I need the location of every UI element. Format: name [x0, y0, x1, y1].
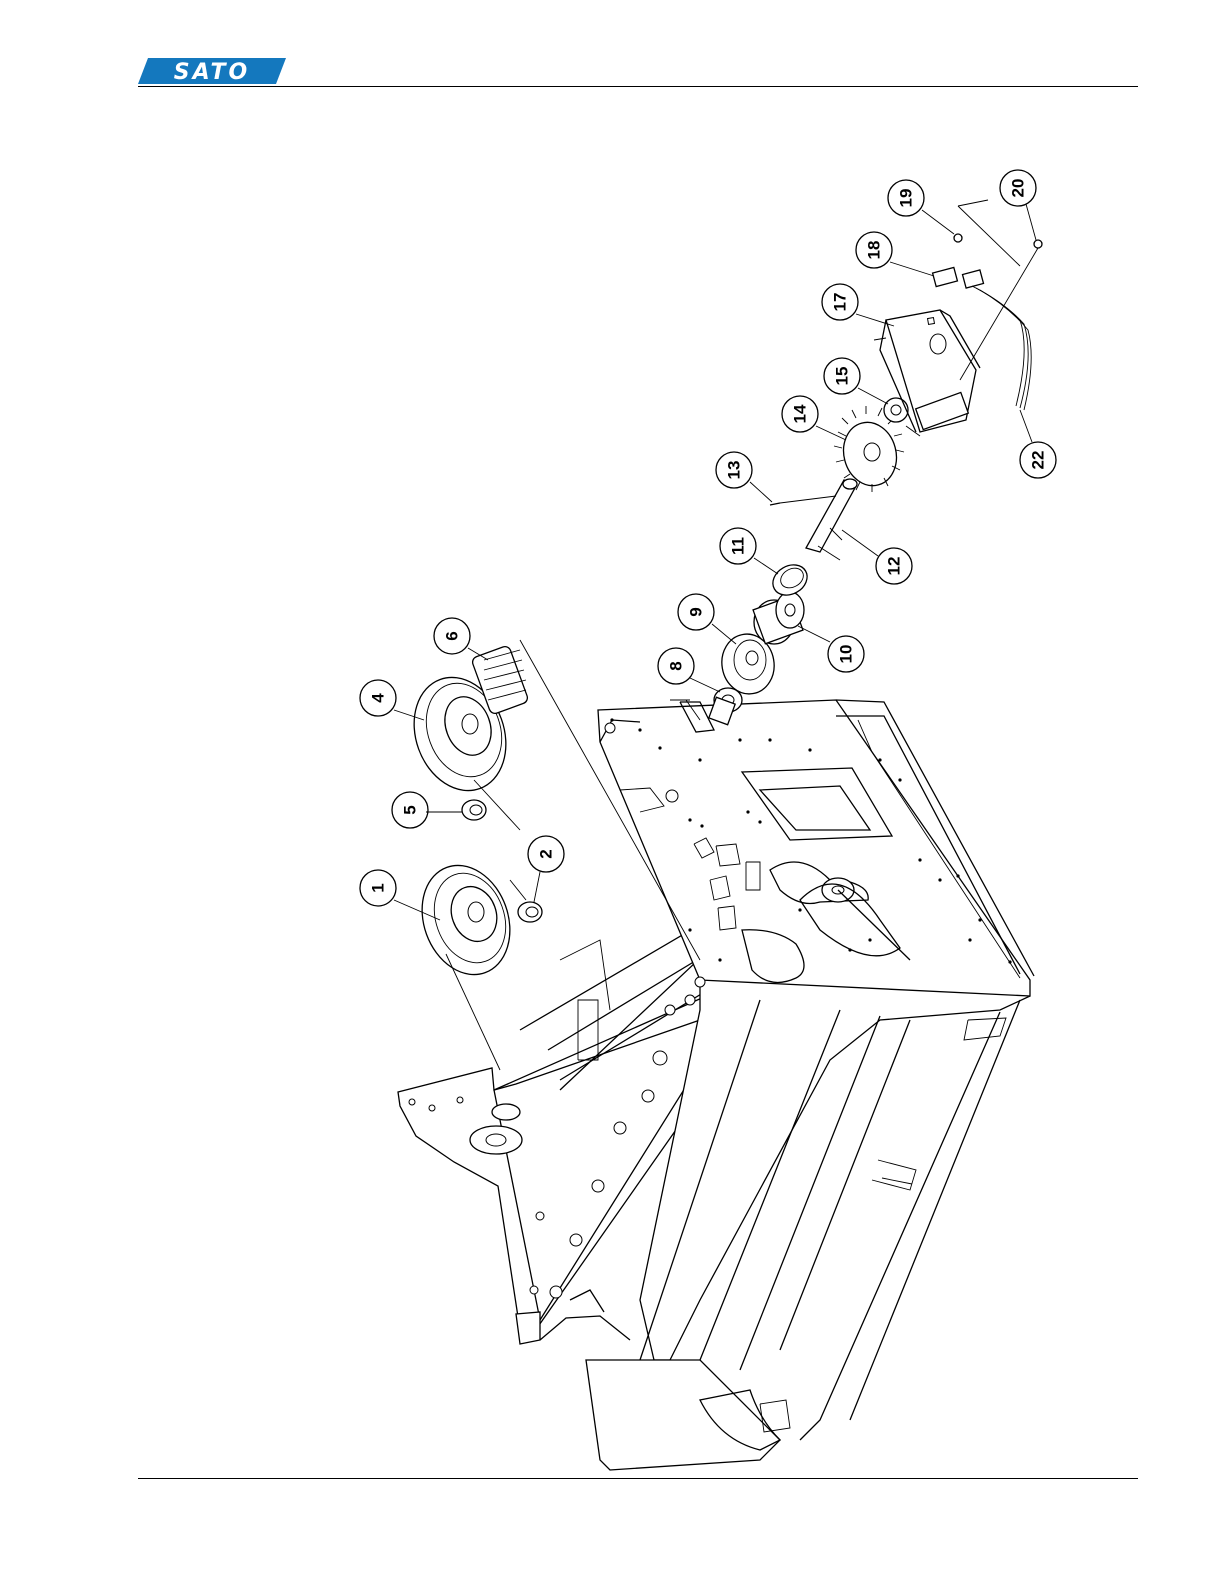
callout-9: 9	[678, 594, 714, 630]
svg-text:6: 6	[443, 631, 462, 640]
svg-text:10: 10	[837, 645, 856, 664]
svg-text:1: 1	[369, 883, 388, 892]
svg-text:14: 14	[791, 404, 810, 423]
svg-text:4: 4	[369, 693, 388, 703]
callout-15: 15	[824, 358, 860, 394]
callout-8: 8	[658, 648, 694, 684]
part-12-shaft	[806, 479, 857, 560]
svg-text:19: 19	[897, 189, 916, 208]
callout-19: 19	[888, 180, 924, 216]
svg-text:18: 18	[865, 241, 884, 260]
callout-14: 14	[782, 396, 818, 432]
part-2-ering	[518, 902, 542, 922]
svg-text:15: 15	[833, 367, 852, 386]
svg-text:22: 22	[1029, 451, 1048, 470]
svg-text:8: 8	[667, 661, 686, 670]
callout-17: 17	[822, 284, 858, 320]
callout-2: 2	[528, 836, 564, 872]
callout-12: 12	[876, 548, 912, 584]
part-19-screw	[954, 200, 1020, 266]
part-10-roller	[753, 592, 804, 644]
callout-5: 5	[392, 792, 428, 828]
svg-text:2: 2	[537, 849, 556, 858]
svg-text:13: 13	[725, 461, 744, 480]
callout-10: 10	[828, 636, 864, 672]
footer-rule	[138, 1478, 1138, 1479]
part-1-gear	[407, 853, 526, 1070]
part-15-bush	[884, 398, 908, 422]
svg-text:11: 11	[729, 537, 748, 555]
printer-frame	[398, 700, 1034, 1470]
svg-text:5: 5	[401, 805, 420, 814]
part-22-harness	[972, 286, 1031, 410]
callout-22: 22	[1020, 442, 1056, 478]
callout-18: 18	[856, 232, 892, 268]
part-20-screw	[960, 240, 1042, 380]
svg-text:12: 12	[885, 557, 904, 576]
part-5-ering	[462, 800, 486, 820]
svg-text:9: 9	[687, 607, 706, 616]
callout-11: 11	[720, 528, 756, 564]
part-13-pin	[770, 496, 836, 505]
part-11-spring	[767, 559, 812, 601]
callout-1: 1	[360, 870, 396, 906]
callout-4: 4	[360, 680, 396, 716]
callout-13: 13	[716, 452, 752, 488]
part-18-sensor	[933, 267, 984, 288]
svg-text:20: 20	[1009, 179, 1028, 198]
callout-20: 20	[1000, 170, 1036, 206]
svg-text:17: 17	[831, 293, 850, 312]
callout-6: 6	[434, 618, 470, 654]
